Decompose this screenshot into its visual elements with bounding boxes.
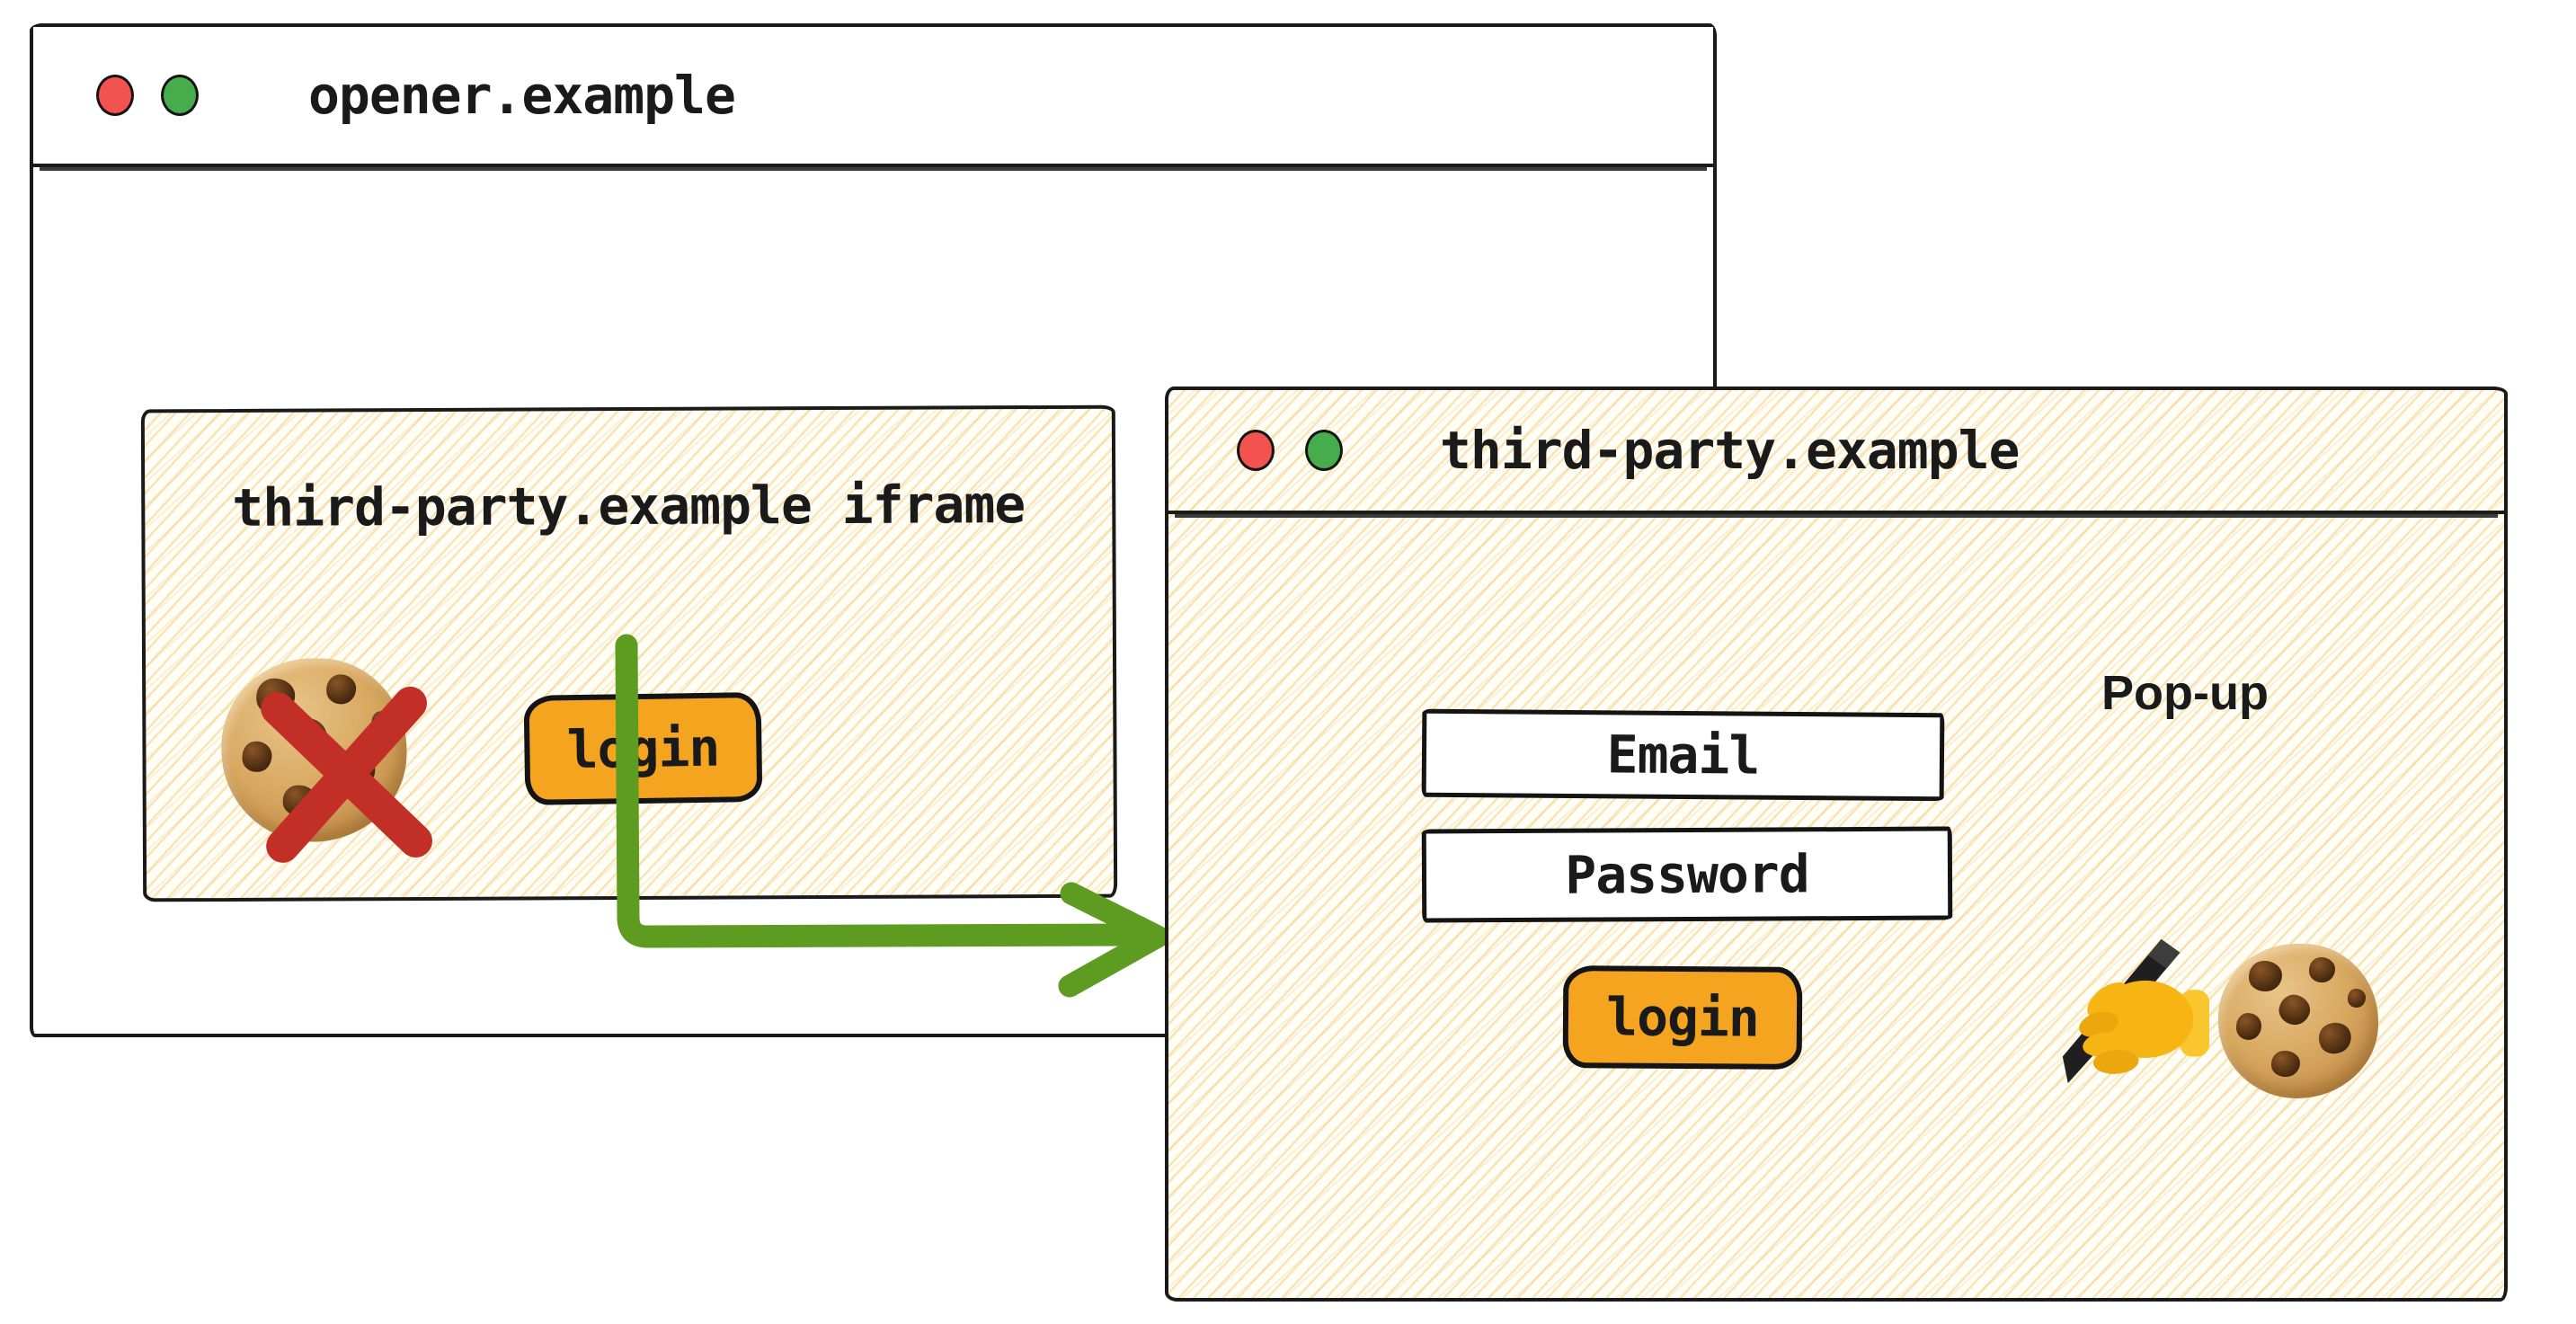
password-field-label: Password xyxy=(1565,843,1809,906)
cookie-chip xyxy=(2309,957,2335,982)
cookie-icon xyxy=(2218,944,2378,1098)
email-field[interactable]: Email xyxy=(1421,708,1945,802)
close-button[interactable] xyxy=(96,75,134,116)
cookie-chip xyxy=(2235,1013,2262,1040)
cookie-chip xyxy=(256,679,296,716)
writing-hand-icon xyxy=(2062,938,2209,1084)
blocked-cookie-icon xyxy=(221,658,407,842)
cookie-chip xyxy=(287,714,333,760)
email-field-label: Email xyxy=(1606,724,1760,786)
popup-login-label: login xyxy=(1605,986,1760,1049)
maximize-button[interactable] xyxy=(161,75,199,116)
popup-titlebar: third-party.example xyxy=(1168,390,2504,514)
cookie-chip xyxy=(371,711,392,733)
opener-titlebar: opener.example xyxy=(33,27,1713,167)
popup-annotation: Pop-up xyxy=(2101,666,2269,720)
popup-content: Pop-up Email Password login xyxy=(1168,514,2504,1298)
cookie-chip xyxy=(282,785,316,817)
close-button[interactable] xyxy=(1237,430,1275,471)
cookie-chip xyxy=(2348,988,2366,1008)
cookie-chip xyxy=(2248,960,2283,992)
third-party-iframe: third-party.example iframe login xyxy=(140,404,1118,902)
cookie-chip xyxy=(333,747,380,793)
maximize-button[interactable] xyxy=(1305,430,1343,471)
cookie-chip xyxy=(2315,1018,2355,1058)
iframe-label: third-party.example iframe xyxy=(232,474,1026,538)
iframe-login-label: login xyxy=(566,716,720,781)
cookie-chip xyxy=(326,674,357,705)
cookie-chip xyxy=(2275,990,2314,1029)
popup-login-button[interactable]: login xyxy=(1562,965,1803,1070)
password-field[interactable]: Password xyxy=(1421,826,1953,923)
popup-window: third-party.example Pop-up Email Passwor… xyxy=(1165,387,2508,1302)
opener-window-title: opener.example xyxy=(308,65,736,126)
cookie-chip xyxy=(2270,1050,2300,1077)
popup-window-title: third-party.example xyxy=(1440,420,2020,481)
iframe-login-button[interactable]: login xyxy=(523,691,763,805)
cookie-chip xyxy=(242,741,272,773)
